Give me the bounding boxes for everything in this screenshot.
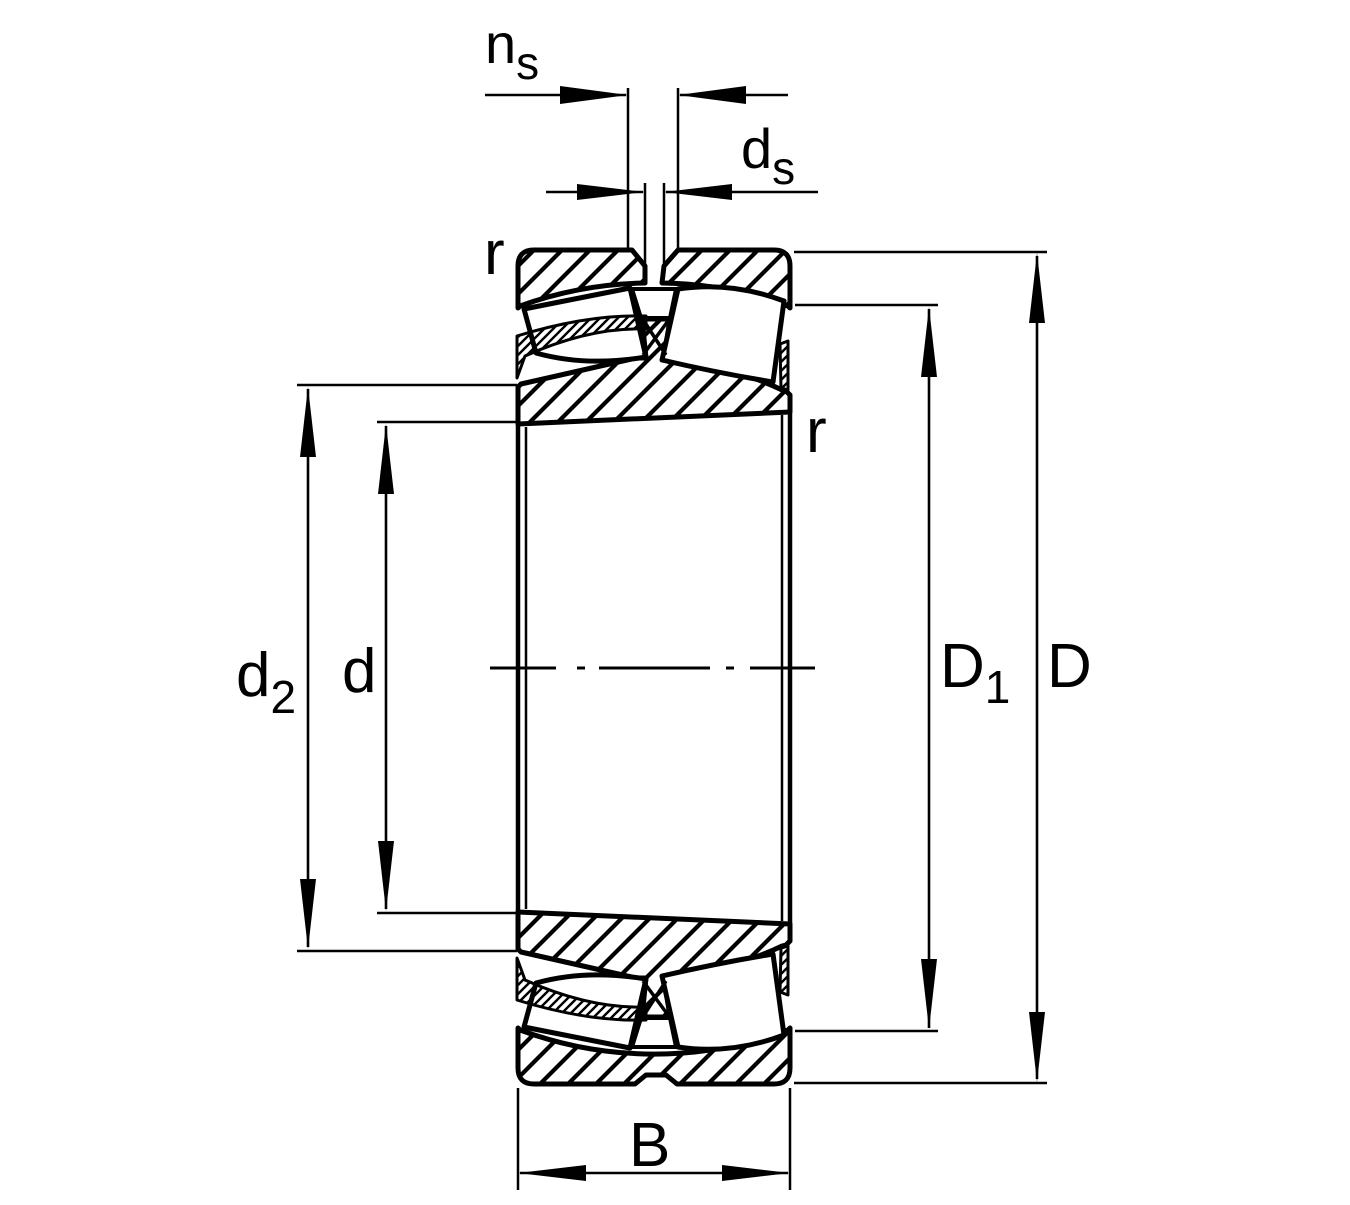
d2-arrow-top	[300, 387, 316, 457]
d1cap-arrow-bottom	[921, 959, 937, 1029]
cage-bar-cross-top	[641, 319, 670, 357]
label-d2: d2	[236, 641, 296, 723]
label-r-inner: r	[806, 397, 827, 466]
ds-arrow-right	[664, 184, 732, 200]
cage-strip-top	[515, 314, 648, 380]
b-arrow-right	[722, 1165, 790, 1181]
cage-end-bottom-right	[778, 944, 790, 997]
label-ns: ns	[485, 12, 539, 89]
cage-end-top-right	[778, 339, 790, 392]
label-d: d	[342, 637, 376, 706]
label-b: B	[629, 1111, 670, 1180]
d2-arrow-bottom	[300, 879, 316, 949]
label-d1-cap: D1	[940, 632, 1010, 713]
ns-arrow-right	[678, 86, 746, 104]
d-arrow-top	[378, 424, 394, 494]
roller-top-right	[659, 284, 787, 385]
dcap-arrow-bottom	[1029, 1012, 1045, 1082]
outer-ring-bottom-section	[515, 1025, 793, 1087]
inner-ring-rib-face-bottom	[630, 1016, 678, 1049]
ns-arrow-left	[560, 86, 628, 104]
outer-ring-top-left-section	[515, 247, 648, 311]
dcap-arrow-top	[1029, 253, 1045, 323]
label-d-cap: D	[1047, 632, 1092, 701]
cage-bar-cross-bottom	[641, 979, 670, 1017]
d-arrow-bottom	[378, 841, 394, 911]
roller-bottom-right	[659, 951, 787, 1052]
label-r-top: r	[484, 219, 505, 288]
cage-strip-bottom	[515, 956, 648, 1022]
ds-arrow-left	[577, 184, 645, 200]
d1cap-arrow-top	[921, 307, 937, 377]
inner-ring-rib-face-top	[630, 287, 678, 320]
b-arrow-left	[518, 1165, 586, 1181]
label-ds: ds	[741, 117, 795, 194]
